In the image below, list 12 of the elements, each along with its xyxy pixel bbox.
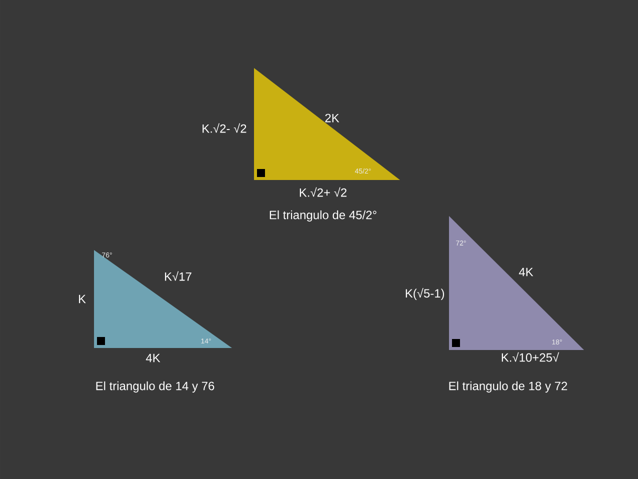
side-label: K√17 bbox=[165, 271, 192, 281]
side-label: K.√2- √2 bbox=[202, 123, 246, 133]
side-label: K.√2+ √2 bbox=[300, 187, 346, 197]
side-label: K(√5-1) bbox=[406, 288, 444, 300]
side-label: K.√10+25√ bbox=[502, 352, 560, 362]
triangle-title: El triangulo de 18 y 72 bbox=[449, 381, 568, 393]
side-label: 4K bbox=[146, 354, 160, 362]
triangle-title: El triangulo de 14 y 76 bbox=[96, 381, 214, 393]
side-label: 4K bbox=[518, 268, 534, 276]
side-label: 2K bbox=[325, 114, 340, 122]
side-label: K bbox=[79, 294, 86, 304]
triangle-title: El triangulo de 45/2° bbox=[270, 210, 376, 222]
